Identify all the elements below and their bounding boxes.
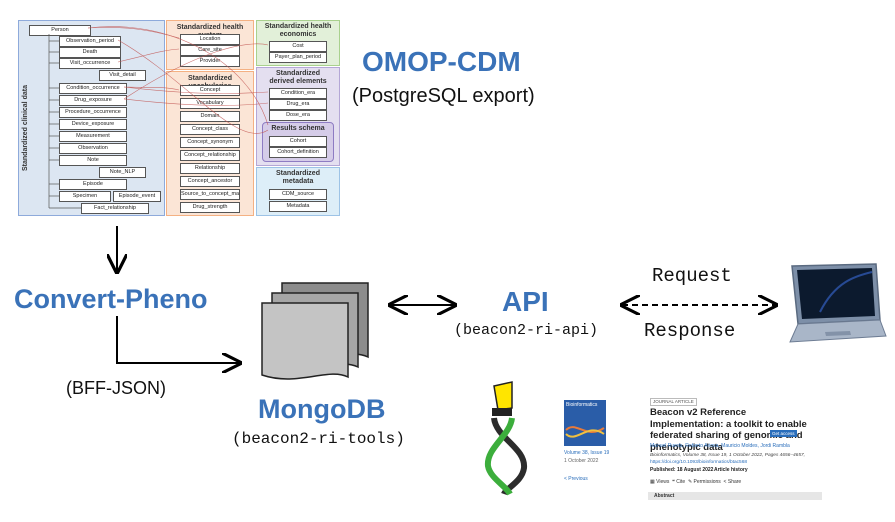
clinical-connectors [48, 34, 81, 209]
documents-icon [261, 282, 369, 380]
abstract-bar: Abstract [648, 492, 822, 500]
mongodb-title: MongoDB [258, 394, 386, 424]
journal-cover-image: Bioinformatics [564, 400, 606, 446]
derived-elements-panel: Standardized derived elements Condition_… [256, 67, 340, 166]
metadata-panel: Standardized metadata CDM_source Metadat… [256, 167, 340, 216]
beacon-logo-icon [484, 381, 527, 496]
table-concept-relationship: Concept_relationship [180, 150, 240, 161]
table-cdm-source: CDM_source [269, 189, 327, 200]
permissions-icon: ✎ [687, 479, 693, 485]
views-button[interactable]: Views [656, 479, 670, 485]
cite-icon: ❝ [672, 479, 675, 485]
journal-volume[interactable]: Volume 38, Issue 19 [564, 450, 610, 456]
table-vocabulary: Vocabulary [180, 98, 240, 109]
clinical-data-panel: Standardized clinical data Person Observ… [18, 20, 165, 216]
table-note-nlp: Note_NLP [99, 167, 146, 178]
api-subtitle: (beacon2-ri-api) [454, 322, 599, 339]
table-condition-occurrence: Condition_occurrence [59, 83, 127, 94]
table-drug-era: Drug_era [269, 99, 327, 110]
table-observation: Observation [59, 143, 127, 154]
mongodb-subtitle: (beacon2-ri-tools) [232, 430, 405, 448]
response-label: Response [644, 320, 736, 342]
table-visit-occurrence: Visit_occurrence [59, 58, 121, 69]
omop-schema-diagram: Standardized clinical data Person Observ… [18, 20, 340, 216]
bff-json-label: (BFF-JSON) [66, 378, 166, 398]
get-access-button[interactable]: Get access [770, 430, 797, 437]
paper-published: Published: 18 August 2022 [650, 467, 714, 473]
paper-action-bar: ▦ Views ❝ Cite ✎ Permissions < Share [650, 479, 741, 485]
table-episode: Episode [59, 179, 127, 190]
abstract-heading: Abstract [654, 493, 675, 499]
paper-type-tag: JOURNAL ARTICLE [650, 398, 697, 406]
table-specimen: Specimen [59, 191, 111, 202]
table-concept-synonym: Concept_synonym [180, 137, 240, 148]
permissions-button[interactable]: Permissions [693, 479, 721, 485]
relationship-lines [87, 26, 269, 134]
paper-citation: Bioinformatics, Volume 38, Issue 19, 1 O… [650, 453, 806, 458]
table-cohort-definition: Cohort_definition [269, 147, 327, 158]
arrow-convert-to-mongo [116, 316, 240, 363]
cover-dna-icon [564, 400, 606, 446]
table-person: Person [29, 25, 91, 36]
table-relationship: Relationship [180, 163, 240, 174]
table-domain: Domain [180, 111, 240, 122]
table-condition-era: Condition_era [269, 88, 327, 99]
table-death: Death [59, 47, 121, 58]
laptop-icon [789, 263, 887, 343]
results-schema-title: Results schema [271, 125, 325, 132]
cite-button[interactable]: Cite [676, 479, 686, 485]
table-payer-plan-period: Payer_plan_period [269, 52, 327, 63]
health-system-panel: Standardized health system Location Care… [166, 20, 254, 70]
convert-pheno-title: Convert-Pheno [14, 284, 208, 314]
health-economics-panel: Standardized health economics Cost Payer… [256, 20, 340, 66]
table-cohort: Cohort [269, 136, 327, 147]
table-concept-class: Concept_class [180, 124, 240, 135]
table-metadata: Metadata [269, 201, 327, 212]
paper-card: JOURNAL ARTICLE Beacon v2 Reference Impl… [648, 398, 826, 500]
table-measurement: Measurement [59, 131, 127, 142]
previous-link[interactable]: < Previous [564, 476, 588, 482]
table-drug-strength: Drug_strength [180, 202, 240, 213]
derived-elements-title: Standardized derived elements [269, 70, 327, 85]
paper-doi[interactable]: https://doi.org/10.1093/bioinformatics/b… [650, 460, 748, 465]
paper-title[interactable]: Beacon v2 Reference Implementation: a to… [650, 407, 807, 453]
request-label: Request [652, 265, 732, 287]
table-dose-era: Dose_era [269, 110, 327, 121]
table-concept: Concept [180, 85, 240, 96]
table-care-site: Care_site [180, 45, 240, 56]
paper-authors[interactable]: Manuel Rueda, Roberto Ariosa, Mauricio M… [650, 443, 790, 449]
table-visit-detail: Visit_detail [99, 70, 146, 81]
results-schema-panel: Results schema Cohort Cohort_definition [262, 122, 334, 162]
article-history-link[interactable]: Article history [714, 467, 748, 473]
table-drug-exposure: Drug_exposure [59, 95, 127, 106]
table-episode-event: Episode_event [113, 191, 161, 202]
share-button[interactable]: Share [727, 479, 742, 485]
table-concept-ancestor: Concept_ancestor [180, 176, 240, 187]
table-device-exposure: Device_exposure [59, 119, 127, 130]
table-cost: Cost [269, 41, 327, 52]
metadata-title: Standardized metadata [276, 170, 320, 185]
omop-cdm-subtitle: (PostgreSQL export) [352, 85, 535, 107]
table-provider: Provider [180, 56, 240, 67]
table-procedure-occurrence: Procedure_occurrence [59, 107, 127, 118]
table-note: Note [59, 155, 127, 166]
views-icon: ▦ [650, 479, 655, 485]
vocabularies-panel: Standardized vocabularies Concept Vocabu… [166, 71, 254, 216]
journal-cover-title: Bioinformatics [566, 402, 598, 408]
share-icon: < [723, 479, 727, 485]
health-economics-title: Standardized health economics [264, 23, 332, 38]
api-title: API [502, 286, 549, 317]
table-fact-relationship: Fact_relationship [81, 203, 149, 214]
table-source-to-concept-map: Source_to_concept_map [180, 189, 240, 200]
journal-date: 1 October 2022 [564, 458, 599, 464]
omop-cdm-title: OMOP-CDM [362, 46, 521, 77]
